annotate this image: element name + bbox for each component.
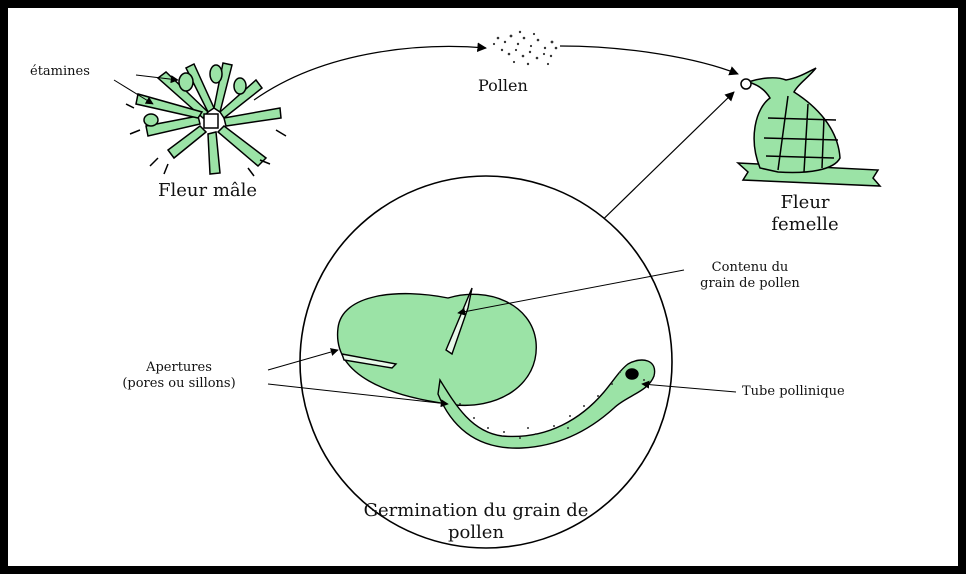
- label-fleur-femelle: Fleur femelle: [760, 192, 850, 235]
- pollen-cloud: [493, 31, 557, 65]
- label-apertures-line1: Apertures: [94, 360, 264, 376]
- label-apertures-line2: (pores ou sillons): [94, 376, 264, 392]
- label-pollen: Pollen: [478, 76, 528, 95]
- label-etamines: étamines: [30, 64, 90, 80]
- label-germination-line2: pollen: [326, 522, 626, 544]
- arrow-flower-to-pollen: [254, 46, 486, 100]
- female-flower: [738, 68, 880, 186]
- pointer-etamines-2: [114, 80, 153, 104]
- label-fleur-femelle-line2: femelle: [760, 214, 850, 236]
- diagram-frame: étamines Pollen Fleur mâle Fleur femelle…: [8, 8, 958, 566]
- label-contenu: Contenu du grain de pollen: [680, 260, 820, 291]
- arrow-female-to-germination: [586, 92, 734, 236]
- label-contenu-line1: Contenu du: [680, 260, 820, 276]
- arrow-pollen-to-female: [560, 46, 738, 74]
- label-germination-line1: Germination du grain de: [326, 500, 626, 522]
- label-fleur-femelle-line1: Fleur: [760, 192, 850, 214]
- label-germination: Germination du grain de pollen: [326, 500, 626, 543]
- label-tube-pollinique: Tube pollinique: [742, 384, 845, 400]
- label-contenu-line2: grain de pollen: [680, 276, 820, 292]
- male-flower: [126, 63, 286, 176]
- label-apertures: Apertures (pores ou sillons): [94, 360, 264, 391]
- label-fleur-male: Fleur mâle: [158, 180, 257, 202]
